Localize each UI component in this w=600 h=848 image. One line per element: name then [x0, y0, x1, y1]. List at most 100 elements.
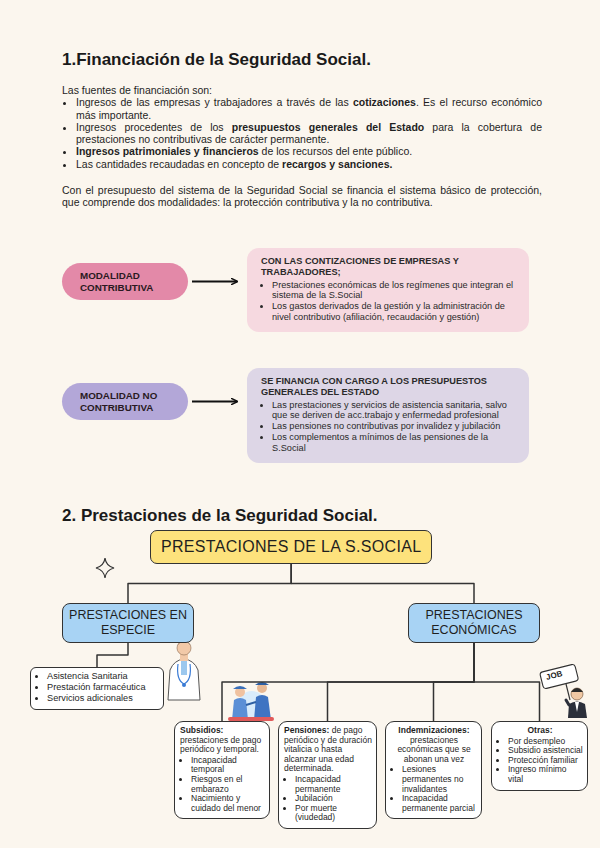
node-label: PRESTACIONES ECONÓMICAS	[415, 608, 533, 638]
intro-text: Las fuentes de financiación son:Ingresos…	[62, 84, 542, 209]
item-list: Lesiones permanentes no invalidantesInca…	[391, 765, 477, 813]
list-item: Incapacidad temporal	[191, 756, 265, 775]
paragraph: Las fuentes de financiación son:	[62, 84, 542, 96]
connector	[222, 643, 474, 721]
medical-team-icon	[228, 682, 274, 721]
body-text: Ingresos procedentes de los	[76, 121, 224, 133]
node-text: PRESTACIONES EN ESPECIE	[69, 608, 187, 638]
leaf-box: Indemnizaciones: prestaciones económicas…	[385, 721, 482, 819]
category-box: PRESTACIONES EN ESPECIE	[62, 603, 194, 643]
icon-part	[177, 641, 191, 655]
list-item: Servicios adicionales	[47, 693, 157, 704]
icon-part	[571, 688, 583, 692]
bullet-item: Ingresos procedentes de los presupuestos…	[76, 121, 542, 146]
body-text: Con el presupuesto del sistema de la Seg…	[62, 184, 542, 208]
icon-part	[566, 684, 570, 700]
list-item: Por muerte (viudedad)	[295, 804, 372, 823]
list-item: Protección familiar	[508, 756, 583, 766]
icon-part	[182, 683, 186, 687]
item-list: Incapacidad temporalRiesgos en el embara…	[180, 756, 265, 814]
list-item: Riesgos en el embarazo	[191, 775, 265, 794]
icon-part	[540, 664, 579, 689]
connector	[434, 643, 475, 721]
bullet-list: Ingresos de las empresas y trabajadores …	[62, 96, 542, 170]
heading-text: Otras:	[527, 725, 552, 735]
bullet-item: Las cantidades recaudadas en concepto de…	[76, 158, 542, 170]
icon-part	[568, 702, 587, 719]
description-text: prestaciones de pago periódico y tempora…	[180, 735, 261, 755]
item-list: Incapacidad permanenteJubilaciónPor muer…	[284, 775, 372, 823]
sparkle	[96, 558, 114, 578]
body-text: presupuestos generales del Estado	[232, 121, 424, 133]
node-text: MODALIDAD NO CONTRIBUTIVA	[80, 390, 174, 413]
paragraph: Con el presupuesto del sistema de la Seg…	[62, 184, 542, 209]
connector	[192, 401, 237, 403]
body-text: Ingresos de las empresas y trabajadores …	[76, 96, 349, 108]
section-heading: 2. Prestaciones de la Seguridad Social.	[62, 506, 378, 526]
heading-text: Pensiones:	[284, 725, 329, 735]
list-item: Las prestaciones y servicios de asistenc…	[272, 400, 517, 422]
doctor-icon	[168, 641, 200, 700]
description-text: prestaciones económicas que se abonan un…	[397, 735, 470, 764]
root-box: PRESTACIONES DE LA S.SOCIAL	[150, 530, 432, 564]
list-box: Asistencia SanitariaPrestación farmacéut…	[30, 667, 164, 710]
icon-part	[168, 659, 200, 700]
leaf-box: Otras: Por desempleoSubsidio asistencialP…	[491, 721, 588, 791]
bullet-item: Ingresos de las empresas y trabajadores …	[76, 96, 542, 121]
item-list: Asistencia SanitariaPrestación farmacéut…	[35, 671, 157, 705]
list-item: Asistencia Sanitaria	[47, 671, 157, 682]
icon-part	[566, 700, 569, 705]
icon-part	[571, 688, 583, 700]
modality-pill: MODALIDAD NO CONTRIBUTIVA	[62, 383, 188, 420]
connector	[128, 564, 291, 603]
node-text: PRESTACIONES ECONÓMICAS	[415, 608, 533, 638]
list-item: Prestación farmacéutica	[47, 682, 157, 693]
node-label: PRESTACIONES DE LA S.SOCIAL	[161, 538, 421, 556]
node-text: PRESTACIONES DE LA S.SOCIAL	[161, 538, 421, 556]
node-text: MODALIDAD CONTRIBUTIVA	[80, 270, 174, 293]
list-item: Por desempleo	[508, 737, 583, 747]
info-card: CON LAS CONTIZACIONES DE EMPRESAS Y TRAB…	[247, 248, 529, 332]
icon-part	[233, 686, 247, 689]
heading-text: Indemnizaciones:	[398, 725, 469, 735]
category-box: PRESTACIONES ECONÓMICAS	[408, 603, 540, 643]
node-heading: Pensiones: de pago periódico y de duraci…	[284, 726, 372, 774]
body-text: de los recursos del ente público.	[262, 145, 413, 157]
modality-pill: MODALIDAD CONTRIBUTIVA	[62, 263, 188, 300]
node-heading: CON LAS CONTIZACIONES DE EMPRESAS Y TRAB…	[261, 256, 517, 278]
node-heading: Otras:	[497, 726, 583, 736]
connector	[328, 643, 475, 721]
info-card: SE FINANCIA CON CARGO A LOS PRESUPUESTOS…	[247, 368, 529, 463]
node-heading: Indemnizaciones: prestaciones económicas…	[391, 726, 477, 764]
node-label: MODALIDAD NO CONTRIBUTIVA	[80, 390, 174, 413]
connector	[474, 643, 540, 721]
list-item: Las pensiones no contributivas por inval…	[272, 421, 517, 432]
heading-text: CON LAS CONTIZACIONES DE EMPRESAS Y TRAB…	[261, 256, 459, 277]
item-list: Las prestaciones y servicios de asistenc…	[261, 400, 517, 454]
list-item: Los gastos derivados de la gestión y la …	[272, 301, 517, 323]
leaf-box: Pensiones: de pago periódico y de duraci…	[278, 721, 377, 829]
list-item: Los complementos a mínimos de las pensio…	[272, 432, 517, 454]
list-item: Lesiones permanentes no invalidantes	[402, 765, 477, 794]
job-seeker-icon	[540, 664, 587, 718]
list-item: Nacimiento y cuidado del menor	[191, 794, 265, 813]
connector	[97, 643, 128, 667]
bullet-item: Ingresos patrimoniales y financieros de …	[76, 145, 542, 157]
icon-part	[232, 698, 248, 720]
leaf-box: Subsidios: prestaciones de pago periódic…	[174, 721, 270, 819]
list-item: Incapacidad permanente	[295, 775, 372, 794]
list-item: Subsidio asistencial	[508, 746, 583, 756]
icon-part	[246, 702, 256, 705]
body-text: recargos y sanciones.	[282, 158, 392, 170]
node-label: MODALIDAD CONTRIBUTIVA	[80, 270, 174, 293]
node-heading: Subsidios: prestaciones de pago periódic…	[180, 726, 265, 755]
item-list: Prestaciones económicas de los regímenes…	[261, 280, 517, 323]
icon-part	[254, 695, 271, 720]
body-text: Las cantidades recaudadas en concepto de	[76, 158, 279, 170]
body-text: Las fuentes de financiación son:	[62, 84, 212, 96]
node-label: PRESTACIONES EN ESPECIE	[69, 608, 187, 638]
connector	[192, 281, 237, 283]
icon-part	[181, 661, 187, 675]
body-text: Ingresos patrimoniales y financieros	[76, 145, 259, 157]
